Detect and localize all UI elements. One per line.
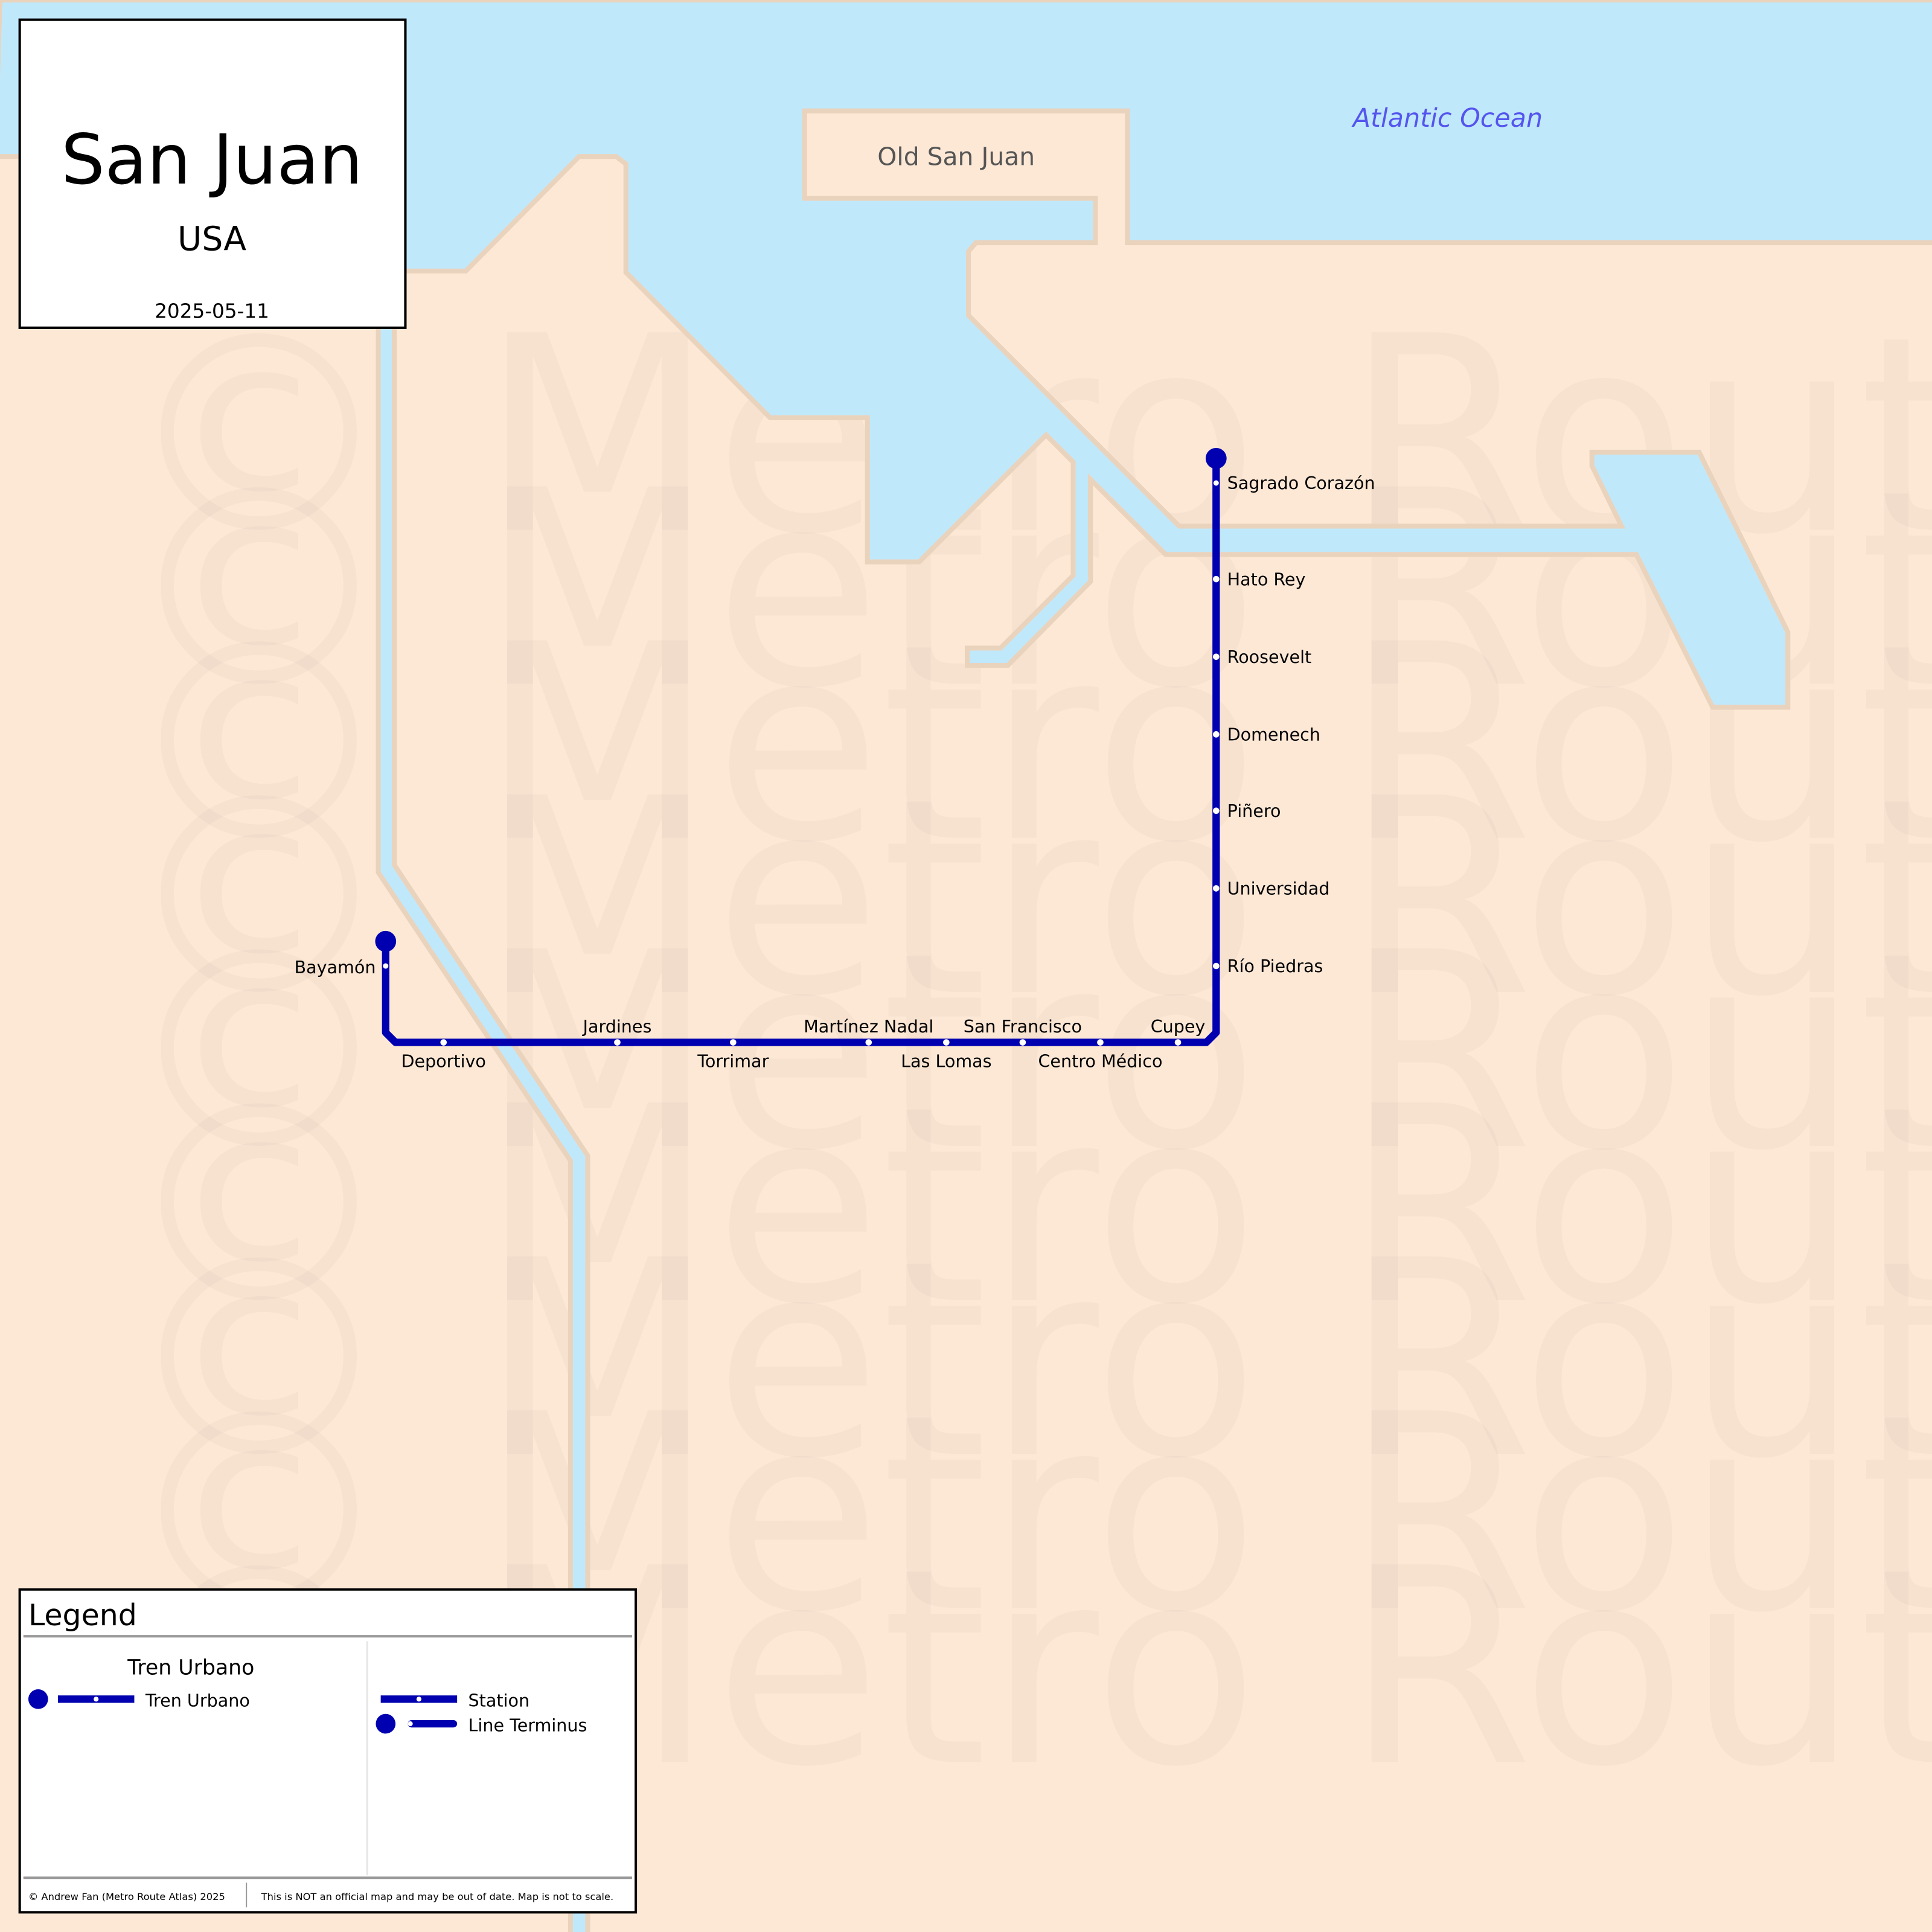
station[interactable]: Sagrado Corazón xyxy=(1212,473,1375,493)
disclaimer: This is NOT an official map and may be o… xyxy=(261,1891,613,1902)
station-label[interactable]: Domenech xyxy=(1227,724,1320,745)
station-label[interactable]: Cupey xyxy=(1151,1016,1206,1037)
legend: Legend Tren Urbano Tren Urbano Station L… xyxy=(18,1588,638,1914)
station[interactable]: San Francisco xyxy=(964,1016,1082,1046)
terminus-icon[interactable] xyxy=(1205,447,1227,469)
legend-station-label: Station xyxy=(469,1690,530,1711)
legend-line-label: Tren Urbano xyxy=(145,1690,250,1711)
station-dot[interactable] xyxy=(1212,731,1220,738)
station-label[interactable]: Deportivo xyxy=(401,1051,485,1071)
station[interactable]: Centro Médico xyxy=(1038,1039,1162,1071)
station-dot[interactable] xyxy=(1174,1039,1182,1046)
station-label[interactable]: Bayamón xyxy=(295,957,376,977)
station-label[interactable]: Jardines xyxy=(582,1016,652,1037)
station-dot[interactable] xyxy=(1212,575,1220,583)
station-label[interactable]: Centro Médico xyxy=(1038,1051,1162,1071)
station[interactable]: Río Piedras xyxy=(1212,956,1323,976)
station-dot[interactable] xyxy=(440,1039,447,1046)
station-dot[interactable] xyxy=(1019,1039,1026,1046)
map-date: 2025-05-11 xyxy=(155,300,269,323)
station-dot[interactable] xyxy=(1212,885,1220,892)
station-label[interactable]: Martínez Nadal xyxy=(804,1016,933,1037)
station-dot[interactable] xyxy=(1212,962,1220,970)
legend-terminus-label: Line Terminus xyxy=(469,1715,587,1735)
station[interactable]: Cupey xyxy=(1151,1016,1206,1046)
station-dot[interactable] xyxy=(943,1039,950,1046)
station[interactable]: Las Lomas xyxy=(901,1039,992,1071)
copyright: © Andrew Fan (Metro Route Atlas) 2025 xyxy=(28,1891,225,1902)
station[interactable]: Roosevelt xyxy=(1212,647,1312,667)
station-label[interactable]: Río Piedras xyxy=(1227,956,1323,976)
title-box: San Juan USA 2025-05-11 xyxy=(18,18,407,329)
city-title: San Juan xyxy=(61,120,363,200)
station[interactable]: Torrimar xyxy=(697,1039,769,1071)
station-dot[interactable] xyxy=(1097,1039,1104,1046)
terminus-icon[interactable] xyxy=(375,930,397,952)
station-label[interactable]: San Francisco xyxy=(964,1016,1082,1037)
route-tren-urbano[interactable] xyxy=(382,468,1220,1046)
station[interactable]: Universidad xyxy=(1212,878,1330,899)
station-label[interactable]: Sagrado Corazón xyxy=(1227,473,1375,493)
country-subtitle: USA xyxy=(178,219,246,258)
station-dot[interactable] xyxy=(382,962,389,970)
station[interactable]: Bayamón xyxy=(295,957,389,977)
station[interactable]: Domenech xyxy=(1212,724,1320,745)
district-label-old-san-juan: Old San Juan xyxy=(877,142,1035,171)
ocean-label: Atlantic Ocean xyxy=(1351,103,1543,133)
line-terminus-icon xyxy=(376,1713,396,1734)
station[interactable]: Martínez Nadal xyxy=(804,1016,933,1046)
station-dot[interactable] xyxy=(1212,807,1220,814)
legend-group-title: Tren Urbano xyxy=(127,1655,254,1680)
legend-title: Legend xyxy=(28,1598,137,1633)
station-dot[interactable] xyxy=(729,1039,737,1046)
station-label[interactable]: Piñero xyxy=(1227,801,1281,821)
station-dot[interactable] xyxy=(1212,479,1220,487)
station-label[interactable]: Roosevelt xyxy=(1227,647,1312,667)
station[interactable]: Piñero xyxy=(1212,801,1281,821)
station-dot[interactable] xyxy=(614,1039,621,1046)
route-line[interactable] xyxy=(382,468,1220,1046)
station[interactable]: Hato Rey xyxy=(1212,569,1306,589)
station-label[interactable]: Universidad xyxy=(1227,878,1330,899)
station-label[interactable]: Torrimar xyxy=(697,1051,769,1071)
station-label[interactable]: Hato Rey xyxy=(1227,569,1306,589)
station[interactable]: Jardines xyxy=(582,1016,652,1046)
station-label[interactable]: Las Lomas xyxy=(901,1051,991,1071)
station[interactable]: Deportivo xyxy=(401,1039,486,1071)
terminus-icon xyxy=(28,1689,48,1709)
station-dot[interactable] xyxy=(865,1039,872,1046)
station-dot[interactable] xyxy=(1212,653,1220,661)
